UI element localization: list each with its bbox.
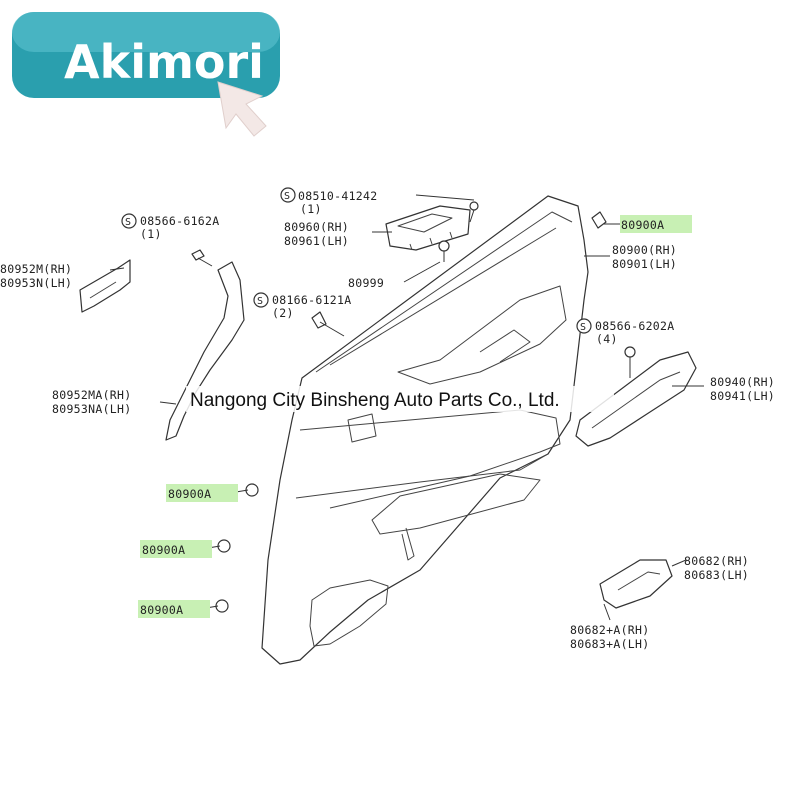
part-label-08566-6202a: 08566-6202A xyxy=(595,319,674,333)
highlight-80900a-2 xyxy=(140,540,212,558)
logo-text: Akimori xyxy=(64,35,264,89)
part-label-80940: 80940(RH) xyxy=(710,375,775,389)
power-window-switch xyxy=(385,205,471,251)
clip-icon xyxy=(591,211,607,229)
long-bracket-part xyxy=(165,261,245,441)
qty-08566-6162a: (1) xyxy=(140,227,162,241)
part-label-80900a-2: 80900A xyxy=(142,543,185,557)
qty-08510-41242: (1) xyxy=(300,202,322,216)
part-label-80960: 80960(RH) xyxy=(284,220,349,234)
part-label-80683a: 80683+A(LH) xyxy=(570,637,649,651)
part-label-80901: 80901(LH) xyxy=(612,257,677,271)
svg-text:S: S xyxy=(580,322,586,333)
part-label-08510-41242: 08510-41242 xyxy=(298,189,377,203)
highlight-80900a-3 xyxy=(138,600,210,618)
part-label-80999: 80999 xyxy=(348,276,384,290)
cursor-icon xyxy=(217,81,267,137)
part-label-80900a-top: 80900A xyxy=(621,218,664,232)
svg-text:S: S xyxy=(284,191,290,202)
bracket-part xyxy=(79,259,131,313)
clip-icon xyxy=(438,240,450,262)
part-label-80683: 80683(LH) xyxy=(684,568,749,582)
qty-08166-6121a: (2) xyxy=(272,306,294,320)
company-name: Nangong City Binsheng Auto Parts Co., Lt… xyxy=(190,390,560,411)
inside-handle-part xyxy=(599,559,673,609)
s-symbol-icon: S xyxy=(121,213,137,229)
logo: Akimori xyxy=(12,12,280,137)
highlight-80900a-top xyxy=(620,215,692,233)
part-label-80952ma: 80952MA(RH) xyxy=(52,388,131,402)
part-label-80900a-1: 80900A xyxy=(168,487,211,501)
screw-icon xyxy=(311,311,345,337)
door-trim-panel xyxy=(261,195,589,665)
part-label-80952m: 80952M(RH) xyxy=(0,262,72,276)
screw-icon xyxy=(191,249,213,267)
highlight-80900a-1 xyxy=(166,484,238,502)
pull-handle-part xyxy=(575,351,697,447)
part-label-80682a: 80682+A(RH) xyxy=(570,623,649,637)
part-label-80682: 80682(RH) xyxy=(684,554,749,568)
svg-text:S: S xyxy=(125,217,131,228)
part-label-80953n: 80953N(LH) xyxy=(0,276,72,290)
screw-icon xyxy=(469,201,479,223)
part-label-08166-6121a: 08166-6121A xyxy=(272,293,351,307)
screw-icon xyxy=(624,346,636,378)
company-backdrop xyxy=(186,386,614,412)
part-label-80941: 80941(LH) xyxy=(710,389,775,403)
leader-lines xyxy=(109,194,704,621)
part-label-80961: 80961(LH) xyxy=(284,234,349,248)
s-symbol-icon: S xyxy=(280,187,296,203)
part-label-80953na: 80953NA(LH) xyxy=(52,402,131,416)
part-label-80900a-3: 80900A xyxy=(140,603,183,617)
s-symbol-icon: S xyxy=(576,318,592,334)
part-label-80900: 80900(RH) xyxy=(612,243,677,257)
s-symbol-icon: S xyxy=(253,292,269,308)
qty-08566-6202a: (4) xyxy=(596,332,618,346)
svg-text:S: S xyxy=(257,296,263,307)
part-label-08566-6162a: 08566-6162A xyxy=(140,214,219,228)
